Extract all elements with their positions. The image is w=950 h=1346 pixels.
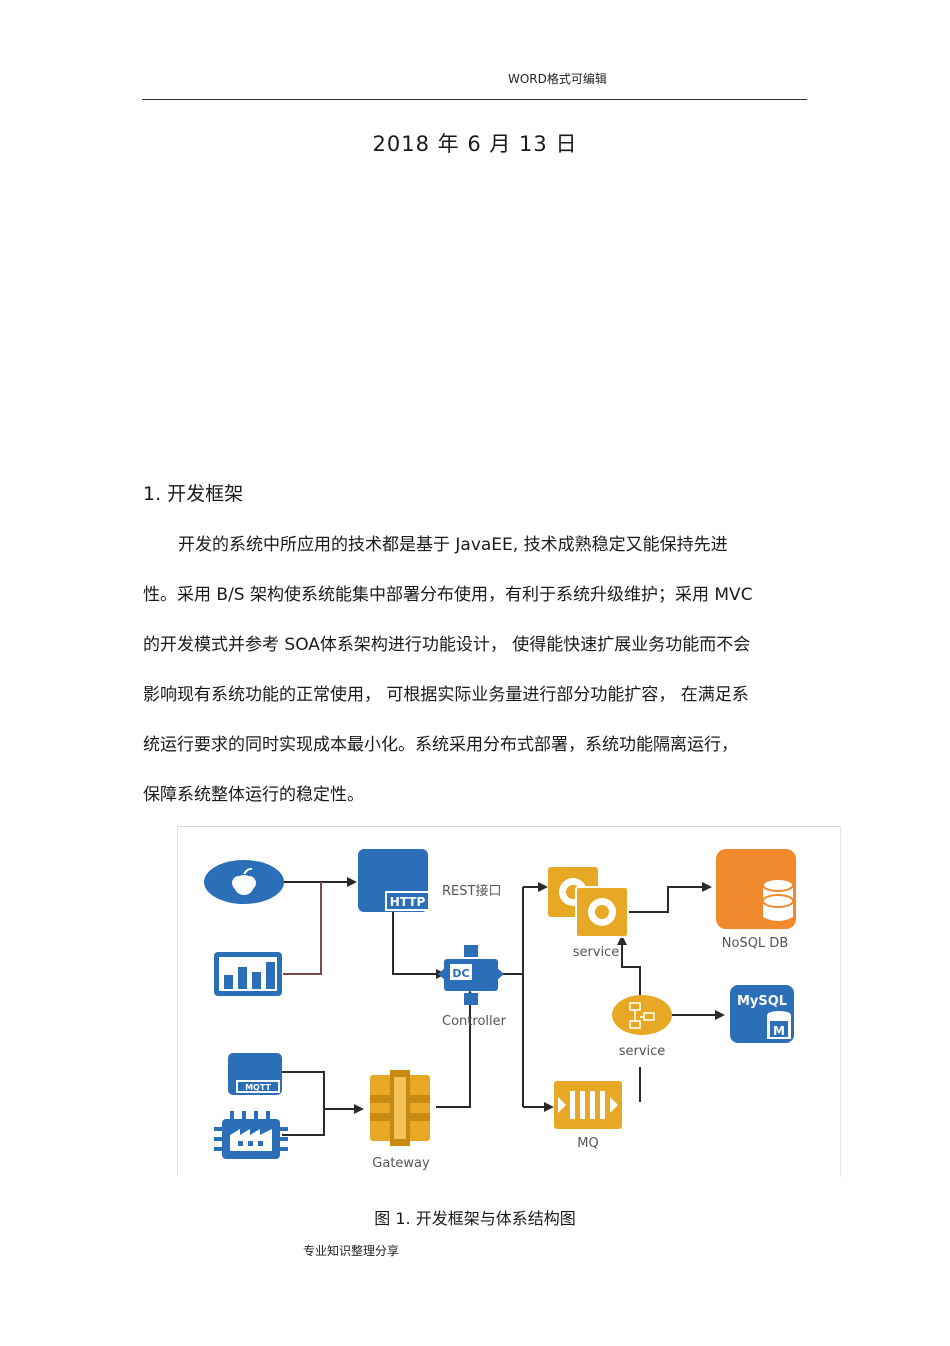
footer-note: 专业知识整理分享: [303, 1244, 400, 1258]
paragraph-line: 保障系统整体运行的稳定性。: [143, 785, 364, 805]
mysql-db-icon: MySQL M: [730, 985, 794, 1043]
mq-icon: [554, 1081, 622, 1129]
controller-label: Controller: [442, 1014, 507, 1029]
paragraph-line: 性。采用 B/S 架构使系统能集中部署分布使用，有利于系统升级维护；采用 MVC: [143, 585, 753, 605]
gateway-label: Gateway: [372, 1156, 430, 1171]
dc-label: DC: [452, 967, 469, 980]
http-label: HTTP: [390, 895, 426, 909]
dc-controller-icon: DC: [438, 945, 504, 1005]
service-top-icon: [548, 867, 629, 938]
http-endpoint-icon: HTTP: [358, 849, 430, 912]
paragraph-line: 开发的系统中所应用的技术都是基于 JavaEE, 技术成熟稳定又能保持先进: [178, 535, 728, 555]
service-top-label: service: [573, 945, 620, 960]
header-rule: [142, 99, 807, 100]
service-mid-icon: [612, 995, 672, 1035]
paragraph-line: 统运行要求的同时实现成本最小化。系统采用分布式部署，系统功能隔离运行，: [143, 735, 738, 755]
mysql-m-label: M: [773, 1024, 785, 1038]
mysql-label: MySQL: [737, 994, 787, 1009]
mqtt-label: MQTT: [245, 1083, 271, 1092]
nosql-db-icon: [716, 849, 796, 929]
paragraph-line: 影响现有系统功能的正常使用， 可根据实际业务量进行部分功能扩容， 在满足系: [143, 685, 749, 705]
header-note: WORD格式可编辑: [508, 72, 607, 86]
mqtt-device-icon: MQTT: [228, 1053, 282, 1095]
figure-caption: 图 1. 开发框架与体系结构图: [374, 1209, 576, 1228]
nosql-label: NoSQL DB: [722, 936, 788, 951]
mq-label: MQ: [577, 1136, 598, 1151]
gateway-icon: [370, 1070, 430, 1146]
date-title: 2018 年 6 月 13 日: [372, 132, 578, 156]
factory-device-icon: [214, 1111, 288, 1159]
apple-client-icon: [204, 860, 284, 904]
dashboard-client-icon: [214, 952, 282, 996]
rest-label: REST接口: [442, 883, 501, 899]
paragraph-line: 的开发模式并参考 SOA体系架构进行功能设计， 使得能快速扩展业务功能而不会: [143, 635, 751, 655]
architecture-figure: HTTP REST接口 DC Controller MQTT: [177, 826, 841, 1177]
connector-lines: [282, 877, 725, 1136]
service-mid-label: service: [619, 1044, 666, 1059]
section-heading: 1. 开发框架: [143, 483, 244, 505]
architecture-diagram: HTTP REST接口 DC Controller MQTT: [204, 849, 796, 1171]
